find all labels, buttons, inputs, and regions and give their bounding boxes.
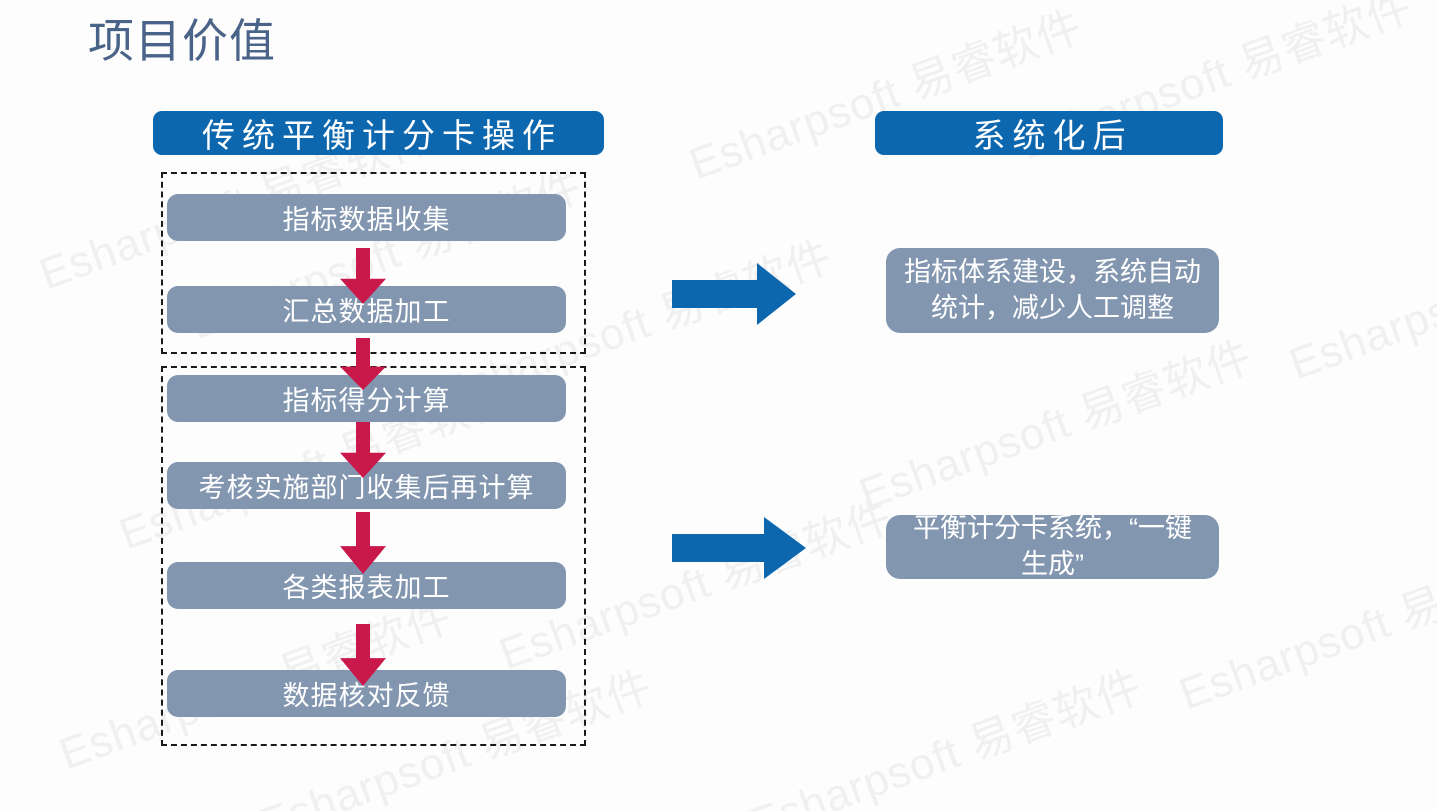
page-title: 项目价值: [88, 15, 276, 67]
process-step-box: 各类报表加工: [167, 562, 566, 609]
column-header-systemized: 系统化后: [875, 111, 1223, 155]
arrow-down-icon: [340, 248, 386, 304]
dashed-group-data-collection: [161, 172, 586, 354]
result-box: 指标体系建设，系统自动统计，减少人工调整: [886, 248, 1219, 333]
watermark-text: Esharpsoft 易睿软件: [743, 661, 1149, 811]
arrow-down-icon: [340, 422, 386, 478]
result-box: 平衡计分卡系统，“一键生成”: [886, 513, 1219, 579]
process-step-box: 数据核对反馈: [167, 670, 566, 717]
process-step-box: 指标数据收集: [167, 194, 566, 241]
process-step-box: 考核实施部门收集后再计算: [167, 462, 566, 509]
column-header-traditional: 传统平衡计分卡操作: [153, 111, 604, 155]
arrow-down-icon: [340, 624, 386, 686]
watermark-text: Esharpsoft 易睿软件: [1283, 202, 1437, 390]
arrow-down-icon: [340, 338, 386, 390]
arrow-down-icon: [340, 512, 386, 574]
arrow-right-icon: [672, 263, 796, 325]
watermark-text: Esharpsoft 易睿软件: [853, 331, 1259, 520]
watermark-text: Esharpsoft 易睿软件: [683, 1, 1089, 190]
arrow-right-icon: [672, 517, 806, 579]
